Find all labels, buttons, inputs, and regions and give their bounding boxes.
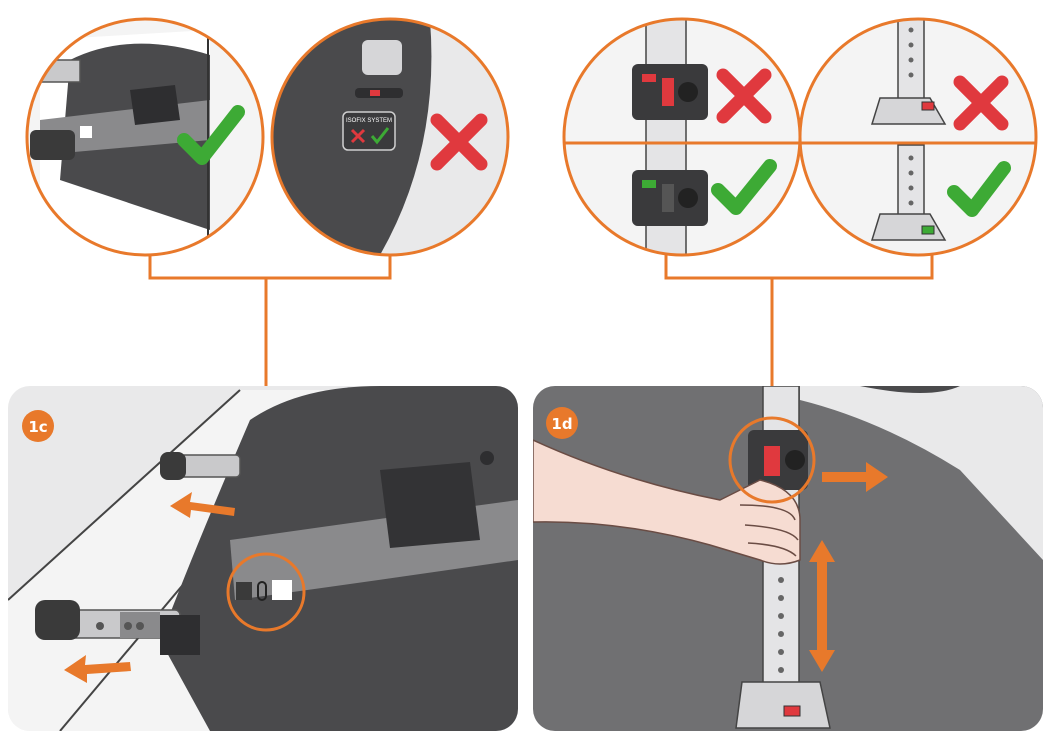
detail-leg-lock [562,17,802,257]
zoom-indicator-ring [226,552,306,632]
isofix-indicator-label: ISOFIX SYSTEM [346,118,392,124]
checkmark-icon [177,105,245,165]
isofix-arm-lower [35,600,200,655]
panel-step-1c: 1c [8,386,518,731]
step-badge-1d: 1d [546,407,578,439]
zoom-indicator-ring [728,416,816,504]
detail-leg-foot [798,17,1038,257]
hand [533,438,801,565]
cross-icon [953,75,1009,131]
detail-isofix-correct [25,17,265,257]
panel-step-1d: 1d [533,386,1043,731]
arrow-icon [64,492,235,683]
step-label-1d: 1d [551,415,572,433]
checkmark-icon [711,159,777,215]
detail-indicator-incorrect: ISOFIX SYSTEM [270,17,510,257]
checkmark-icon [947,161,1011,217]
cross-icon [716,68,772,124]
step-badge-1c: 1c [22,410,54,442]
arrow-icon [809,462,888,672]
step-label-1c: 1c [28,418,47,436]
isofix-arm-upper [160,452,241,480]
cross-icon [430,113,488,171]
